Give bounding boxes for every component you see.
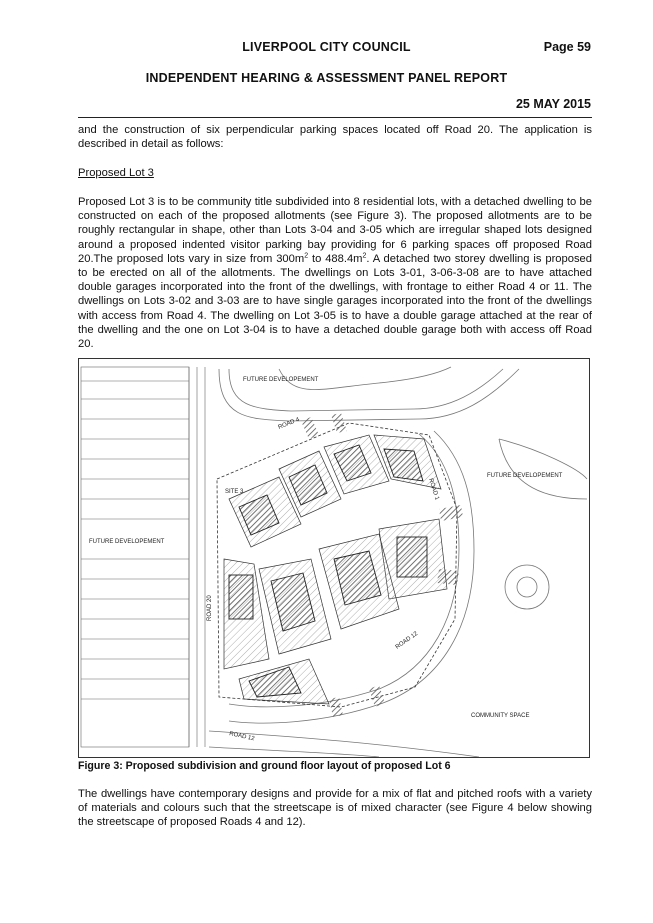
label-road-12-bottom: ROAD 12: [229, 731, 256, 742]
label-future-dev-top: FUTURE DEVELOPEMENT: [243, 377, 319, 383]
site-boundary: [216, 422, 458, 708]
para-part-b: to 488.4m: [308, 252, 363, 265]
closing-paragraph: The dwellings have contemporary designs …: [78, 788, 592, 829]
site-plan-figure: FUTURE DEVELOPEMENT FUTURE DEVELOPEMENT …: [78, 358, 590, 758]
label-future-dev-right: FUTURE DEVELOPEMENT: [487, 473, 563, 479]
lot-description-paragraph: Proposed Lot 3 is to be community title …: [78, 195, 592, 351]
road-outlines: [208, 366, 588, 757]
label-community-space: COMMUNITY SPACE: [471, 713, 529, 719]
label-future-dev-left: FUTURE DEVELOPEMENT: [89, 539, 165, 545]
para-part-c: . A detached two storey dwelling is prop…: [78, 252, 593, 351]
council-name: LIVERPOOL CITY COUNCIL: [242, 40, 411, 54]
para-part-a: Proposed Lot 3 is to be community title …: [78, 196, 592, 265]
label-road-20: ROAD 20: [207, 595, 213, 621]
superscript-2a: 2: [304, 252, 309, 260]
site-plan-drawing: FUTURE DEVELOPEMENT FUTURE DEVELOPEMENT …: [80, 366, 588, 757]
building-footprints: [228, 444, 428, 698]
report-date: 25 MAY 2015: [515, 97, 591, 111]
superscript-2b: 2: [362, 252, 367, 260]
label-road-4: ROAD 4: [278, 417, 302, 431]
left-lot-rows: [80, 366, 206, 748]
label-site-3: SITE 3: [225, 489, 244, 495]
label-road-12: ROAD 12: [395, 631, 420, 651]
header-divider: [78, 117, 592, 118]
figure-caption: Figure 3: Proposed subdivision and groun…: [78, 760, 451, 772]
driveway-stripes: [301, 413, 463, 717]
header-row: LIVERPOOL CITY COUNCIL Page 59: [0, 40, 653, 56]
section-subheading: Proposed Lot 3: [78, 167, 154, 179]
report-title: INDEPENDENT HEARING & ASSESSMENT PANEL R…: [145, 71, 508, 85]
intro-paragraph: and the construction of six perpendicula…: [78, 124, 592, 151]
page-number: Page 59: [543, 40, 591, 54]
